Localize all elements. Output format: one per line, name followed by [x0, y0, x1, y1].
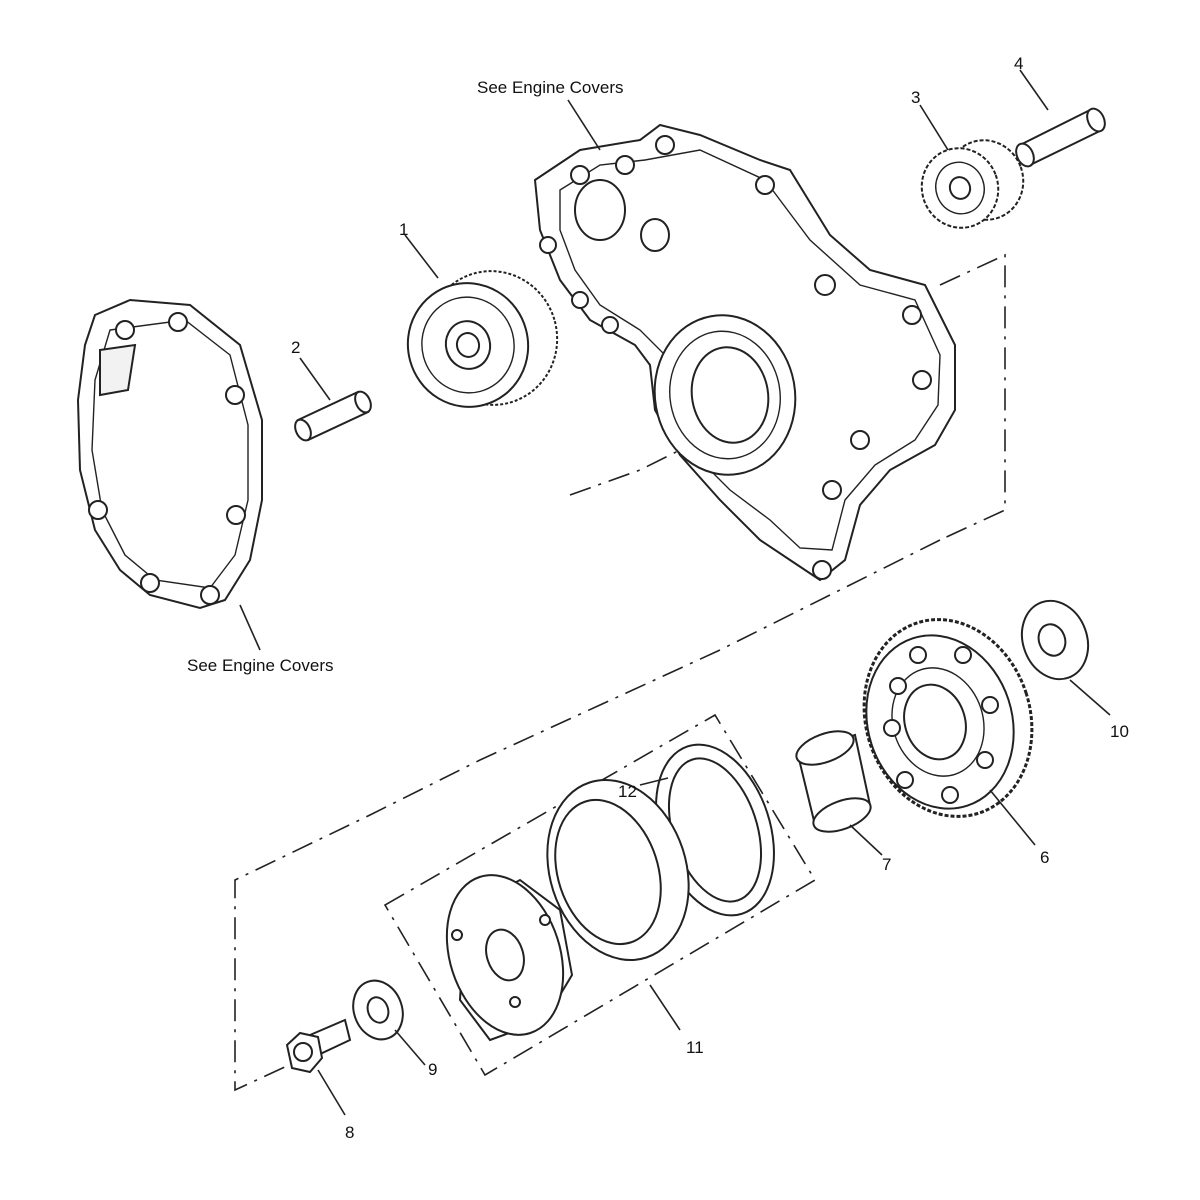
washer-part-10 [1020, 599, 1090, 681]
shaft-part-4 [1015, 107, 1106, 168]
large-gear-part-6 [862, 618, 1034, 818]
needle-bearing-part-7 [795, 730, 872, 833]
dowel-pin-part-2 [294, 390, 372, 442]
part-number-10: 10 [1110, 722, 1129, 741]
see-engine-covers-label-left: See Engine Covers [187, 656, 334, 675]
leader-lines [239, 69, 1111, 1116]
washer-part-9 [352, 979, 404, 1041]
idler-gear-part-1 [406, 270, 559, 408]
part-number-1: 1 [399, 220, 409, 239]
part-number-2: 2 [291, 338, 301, 357]
see-engine-covers-label-top: See Engine Covers [477, 78, 624, 97]
part-number-3: 3 [911, 88, 921, 107]
lower-dashed-bracket [234, 539, 941, 1092]
part-number-12: 12 [618, 782, 637, 801]
part-number-8: 8 [345, 1123, 355, 1142]
part-number-6: 6 [1040, 848, 1050, 867]
clutch-ring-part [546, 779, 690, 961]
part-number-11: 11 [686, 1038, 704, 1057]
clutch-hub-part [445, 874, 574, 1042]
kit-11-dashed-box [383, 713, 817, 1077]
bolt-part-8 [285, 1018, 352, 1074]
part-number-4: 4 [1014, 54, 1024, 73]
part-number-7: 7 [882, 855, 892, 874]
small-gear-part-3 [920, 139, 1025, 229]
part-number-9: 9 [428, 1060, 438, 1079]
main-engine-cover-part [533, 123, 956, 582]
engine-cover-left-part [76, 298, 263, 610]
